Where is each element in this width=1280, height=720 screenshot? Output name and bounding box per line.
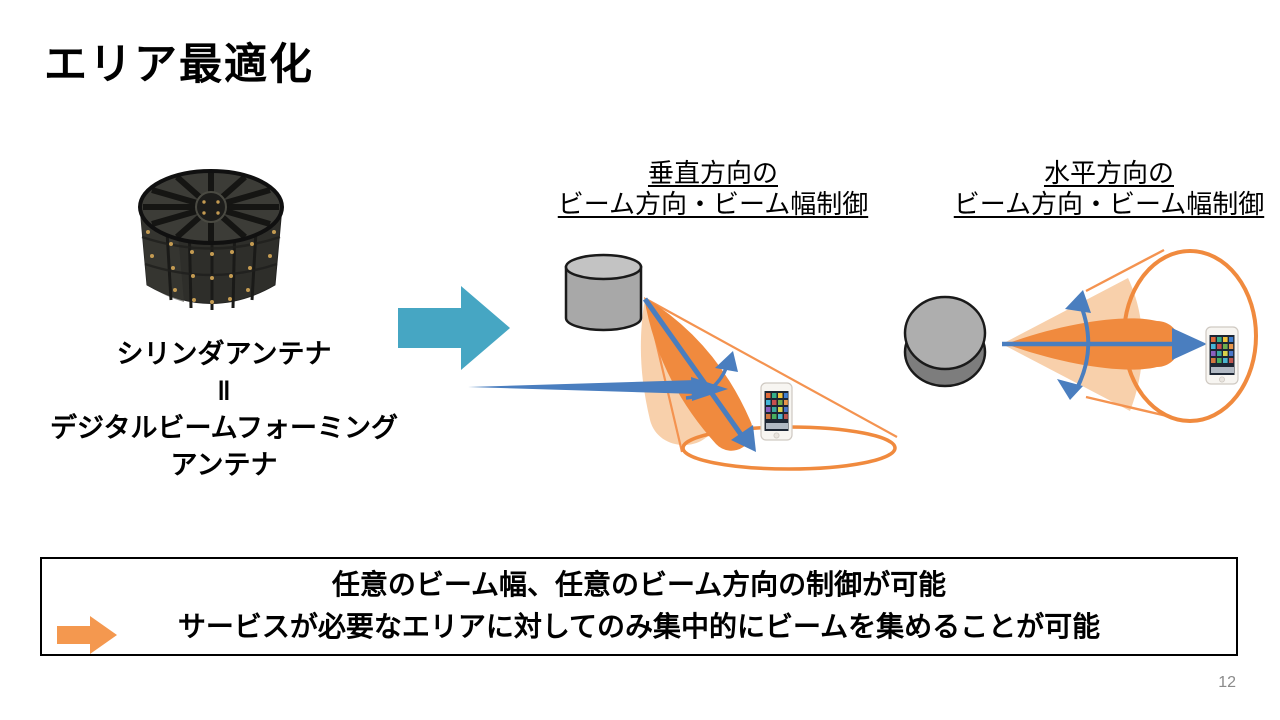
- cylinder-antenna-photo: [138, 169, 284, 310]
- summary-line-1: 任意のビーム幅、任意のビーム方向の制御が可能: [331, 569, 947, 600]
- summary-box: 任意のビーム幅、任意のビーム方向の制御が可能 サービスが必要なエリアに対してのみ…: [40, 557, 1238, 656]
- sweep-up-arrowhead: [1065, 290, 1091, 313]
- vertical-control-label-line2: ビーム方向・ビーム幅制御: [557, 189, 869, 219]
- antenna-rivets: [146, 220, 276, 304]
- horizontal-control-label-line1: 水平方向の: [1043, 158, 1174, 188]
- beam-cone-outline: [1085, 248, 1168, 418]
- beam-direction-arrows: [468, 297, 756, 452]
- summary-line-2: サービスが必要なエリアに対してのみ集中的にビームを集めることが可能: [177, 611, 1101, 642]
- vertical-beam-diagram: [468, 253, 898, 471]
- sweep-down-arrowhead: [1057, 379, 1083, 400]
- transform-right-arrow-icon: [398, 286, 510, 370]
- antenna-caption-line: アンテナ: [170, 450, 278, 480]
- beam-direction-arrowhead: [1172, 328, 1207, 360]
- antenna-top-hub: [195, 191, 227, 223]
- horizontal-control-label: 水平方向の ビーム方向・ビーム幅制御: [933, 158, 1280, 220]
- vertical-control-label: 垂直方向の ビーム方向・ビーム幅制御: [530, 158, 896, 220]
- horizontal-direction-line: [468, 380, 697, 394]
- antenna-caption-line: デジタルビームフォーミング: [49, 413, 399, 443]
- antenna-caption: シリンダアンテナ ‖ デジタルビームフォーミング アンテナ: [28, 336, 420, 484]
- summary-right-arrow-icon: [57, 616, 117, 654]
- base-station-cylinder: [564, 265, 643, 332]
- page-number: 12: [1218, 674, 1236, 691]
- vertical-control-label-line1: 垂直方向の: [647, 158, 778, 188]
- page-title: エリア最適化: [44, 41, 314, 89]
- sweep-up-arrowhead: [715, 351, 738, 372]
- equals-symbol: ‖: [217, 376, 231, 406]
- horizontal-control-label-line2: ビーム方向・ビーム幅制御: [953, 189, 1265, 219]
- smartphone-icon: [760, 382, 793, 441]
- antenna-caption-line: シリンダアンテナ: [116, 339, 332, 369]
- horizontal-beam-diagram: [903, 248, 1258, 423]
- smartphone-icon: [1205, 326, 1239, 385]
- beam-direction-arrows: [1002, 290, 1207, 400]
- down-beam-line: [642, 297, 745, 438]
- down-beam-arrowhead: [731, 425, 756, 452]
